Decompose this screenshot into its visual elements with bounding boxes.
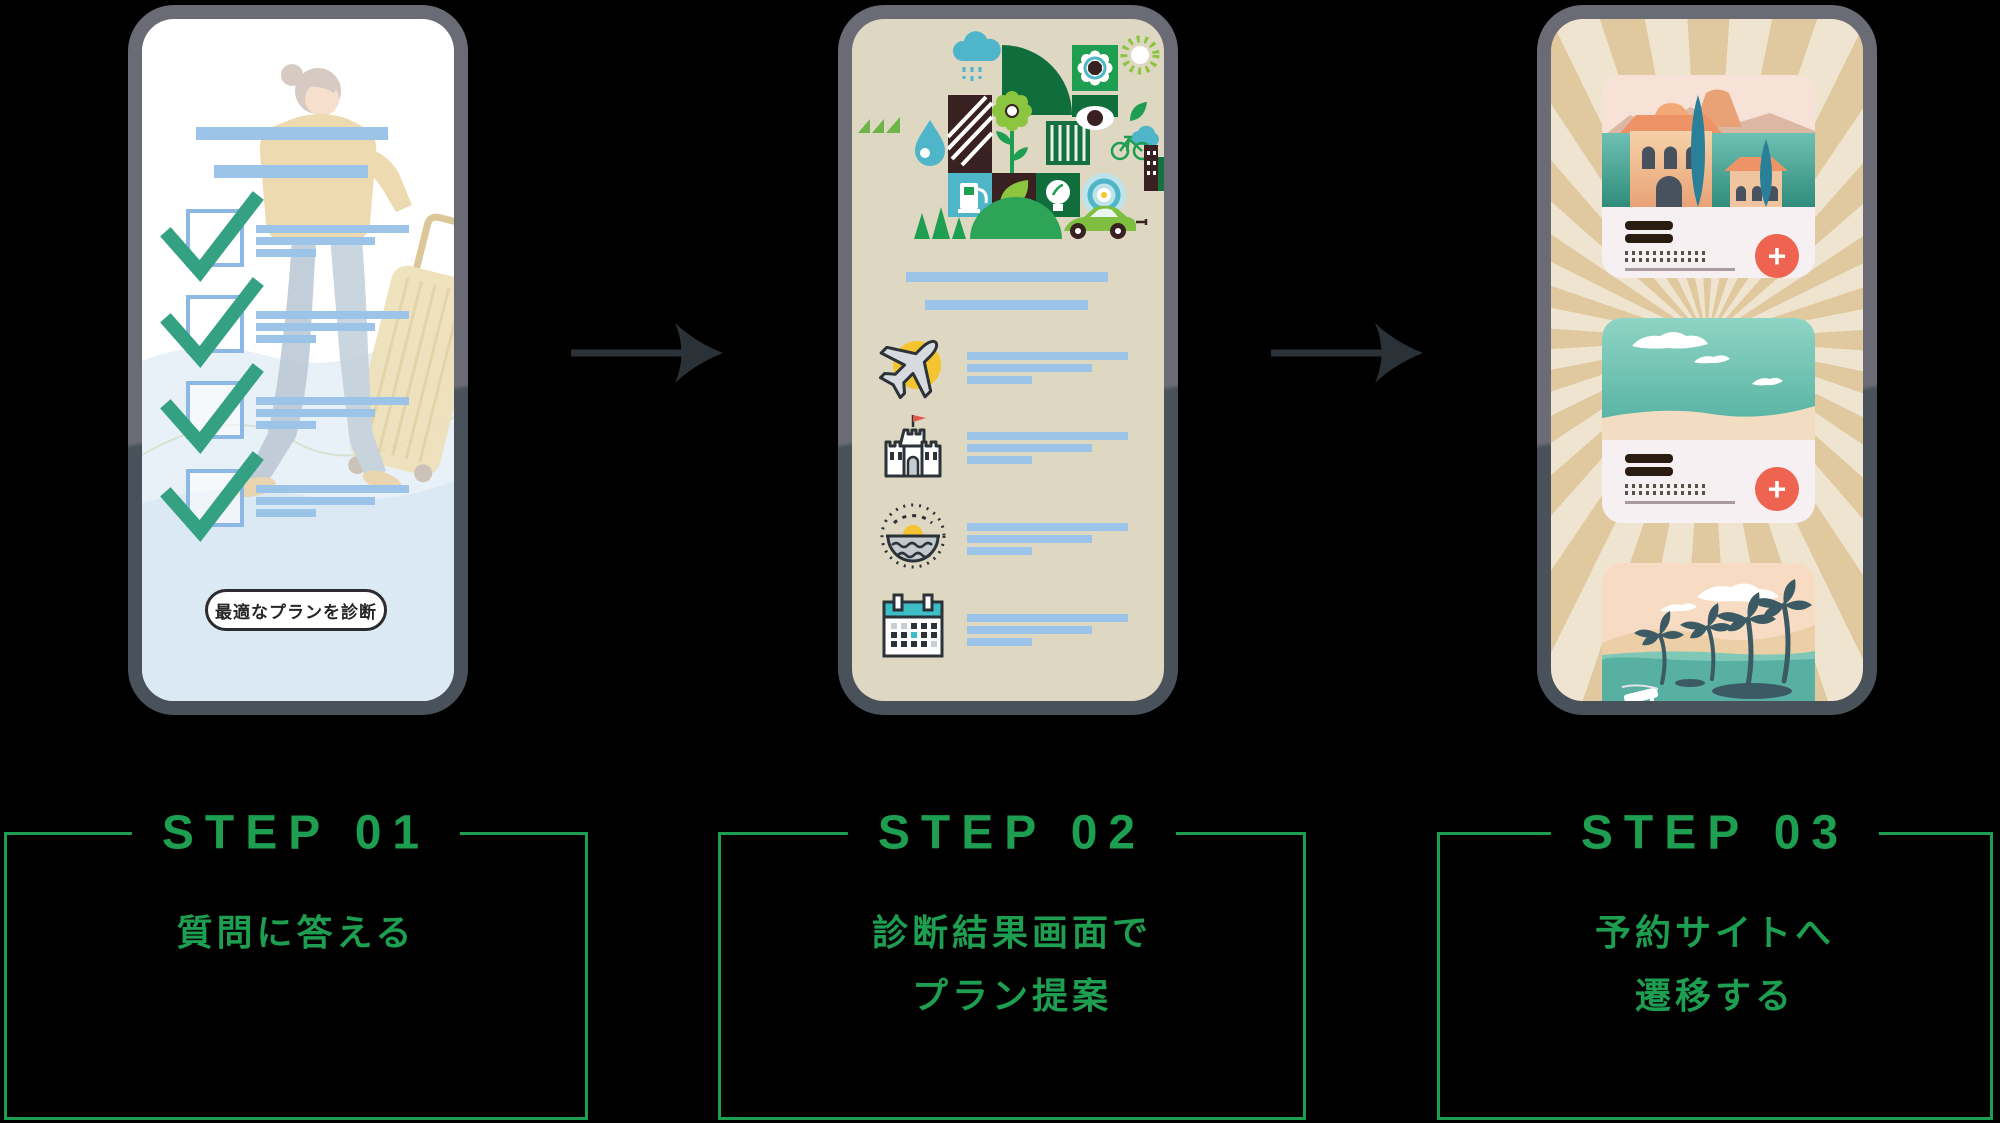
add-button[interactable]: + (1755, 234, 1799, 278)
booking-card-beach[interactable]: + (1602, 318, 1815, 523)
step-description: 診断結果画面で プラン提案 (721, 901, 1303, 1027)
card-detail-dots (1625, 258, 1707, 262)
answer-text-bar (256, 397, 409, 405)
step-description-line: 質問に答える (176, 912, 416, 953)
villa-scene-illustration (1602, 75, 1815, 207)
result-text-bar (967, 638, 1032, 646)
checklist-row (160, 277, 416, 368)
add-button[interactable]: + (1755, 467, 1799, 511)
answer-text-bar (256, 237, 375, 245)
step-box-2: STEP 02 診断結果画面で プラン提案 (718, 805, 1306, 1120)
diagnosis-result-screen (852, 19, 1164, 701)
card-divider (1625, 268, 1735, 271)
card-divider (1625, 501, 1735, 504)
checkmark-icon (160, 277, 264, 368)
question-title-bar (196, 127, 388, 140)
phone-mockup-questionnaire: 最適なプランを診断 (128, 5, 468, 715)
card-detail-dots (1625, 491, 1707, 495)
result-text-bar (967, 352, 1128, 360)
checkmark-icon (160, 363, 264, 454)
result-row-scenery (878, 501, 1138, 571)
step-box-1: STEP 01 質問に答える (4, 805, 588, 1120)
card-info: + (1602, 454, 1815, 511)
answer-text-bar (256, 335, 316, 343)
booking-card-villa[interactable]: + (1602, 75, 1815, 278)
card-title-bar (1625, 454, 1673, 463)
step-description-line: プラン提案 (911, 975, 1112, 1016)
checkmark-icon (160, 191, 264, 282)
card-title-bar (1625, 221, 1673, 230)
result-text-bar (967, 535, 1092, 543)
calendar-icon (882, 593, 944, 658)
answer-text-bar (256, 249, 316, 257)
result-row-sightseeing (878, 410, 1138, 480)
arrow-right-icon (571, 323, 723, 383)
booking-site-screen: + (1551, 19, 1863, 701)
result-title-bar (906, 272, 1108, 282)
card-title-bar (1625, 234, 1673, 243)
questionnaire-screen: 最適なプランを診断 (142, 19, 454, 701)
result-text-bar (967, 456, 1032, 464)
answer-text-bar (256, 485, 409, 493)
result-text-bar (967, 376, 1032, 384)
castle-icon (884, 415, 942, 478)
answer-text-bar (256, 225, 409, 233)
arrow-right-icon (1271, 323, 1423, 383)
card-detail-dots (1625, 484, 1707, 488)
answer-text-bar (256, 311, 409, 319)
sunset-icon (880, 503, 946, 569)
question-subtitle-bar (214, 165, 368, 178)
result-row-schedule (878, 592, 1138, 662)
result-text-bar (967, 523, 1128, 531)
result-text-bar (967, 626, 1092, 634)
airplane-icon (878, 339, 941, 400)
beach-scene-illustration (1602, 318, 1815, 440)
answer-text-bar (256, 409, 375, 417)
phone-mockup-diagnosis-result (838, 5, 1178, 715)
answer-text-bar (256, 497, 375, 505)
checklist-row (160, 363, 416, 454)
result-text-bar (967, 614, 1128, 622)
step-title: STEP 02 (847, 805, 1177, 861)
result-text-bar (967, 432, 1128, 440)
booking-card-tropical[interactable] (1602, 563, 1815, 701)
answer-text-bar (256, 421, 316, 429)
result-text-bar (967, 547, 1032, 555)
result-text-bar (967, 444, 1092, 452)
step-description-line: 遷移する (1634, 975, 1795, 1016)
tropical-scene-illustration (1602, 563, 1815, 701)
step-title: STEP 01 (131, 805, 461, 861)
checkmark-icon (160, 451, 264, 542)
step-description-line: 予約サイトへ (1594, 912, 1835, 953)
step-description-line: 診断結果画面で (871, 912, 1152, 953)
step-description: 予約サイトへ 遷移する (1440, 901, 1990, 1027)
card-title-bar (1625, 467, 1673, 476)
result-text-bar (967, 364, 1092, 372)
eco-mosaic-illustration (858, 31, 1164, 239)
phone-mockup-booking-site: + (1537, 5, 1877, 715)
answer-text-bar (256, 323, 375, 331)
step-box-3: STEP 03 予約サイトへ 遷移する (1437, 805, 1993, 1120)
checklist-row (160, 191, 416, 282)
checklist-row (160, 451, 416, 542)
step-title: STEP 03 (1550, 805, 1880, 861)
answer-text-bar (256, 509, 316, 517)
card-detail-dots (1625, 251, 1707, 255)
card-info: + (1602, 221, 1815, 278)
step-description: 質問に答える (7, 901, 585, 964)
result-row-flight (878, 330, 1138, 400)
diagnose-plan-button[interactable]: 最適なプランを診断 (205, 589, 387, 631)
result-subtitle-bar (925, 300, 1088, 310)
